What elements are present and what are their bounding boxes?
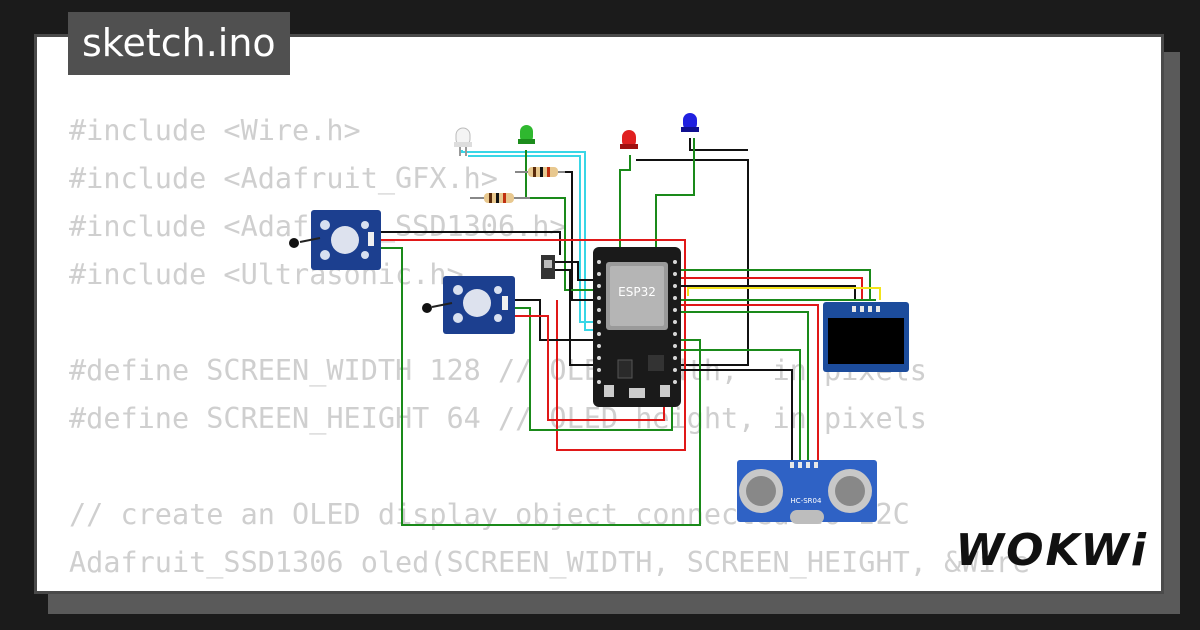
esp32-board (593, 247, 681, 407)
wire-green (678, 349, 801, 462)
wire-yellow (687, 287, 881, 300)
code-preview: #include <Wire.h> #include <Adafruit_GFX.… (69, 107, 1030, 587)
wire-cyan (461, 150, 596, 331)
led-green (518, 125, 535, 144)
ultrasonic-sensor (737, 460, 877, 524)
wire-black (515, 299, 596, 341)
sensor-module (422, 276, 515, 334)
wires (380, 138, 881, 526)
wire-red (678, 277, 863, 300)
ultrasonic-label: HC-SR04 (791, 497, 822, 505)
code-line: #include <Wire.h> (69, 114, 361, 147)
resistor (515, 167, 565, 177)
led-blue (681, 113, 699, 132)
resistor (470, 193, 530, 203)
wokwi-logo: WOKWi (955, 525, 1148, 576)
wire-black (689, 138, 748, 151)
wire-red (678, 304, 819, 462)
code-line: Adafruit_SSD1306 oled(SCREEN_WIDTH, SCRE… (69, 546, 1030, 579)
wire-green (678, 269, 871, 300)
code-line: #include <Adafruit_GFX.h> (69, 162, 498, 195)
code-line: #include <Adafruit_SSD1306.h> (69, 210, 567, 243)
esp32-chip-label: ESP32 (618, 285, 656, 299)
wire-black (380, 231, 561, 255)
wire-green (655, 138, 695, 268)
wire-green (515, 307, 673, 431)
wire-black (555, 261, 596, 281)
led-white (454, 127, 472, 156)
wire-green (678, 311, 809, 462)
wire-green (500, 197, 596, 291)
wire-green (380, 247, 701, 526)
file-tab-title[interactable]: sketch.ino (68, 12, 290, 75)
wire-black (678, 285, 856, 300)
wire-black (555, 269, 596, 366)
wire-red (380, 239, 686, 451)
slide-switch (541, 255, 555, 279)
wire-black (678, 369, 793, 462)
sensor-module (289, 210, 381, 270)
led-red (620, 130, 638, 149)
oled-display (823, 302, 909, 372)
wire-black (636, 159, 749, 366)
